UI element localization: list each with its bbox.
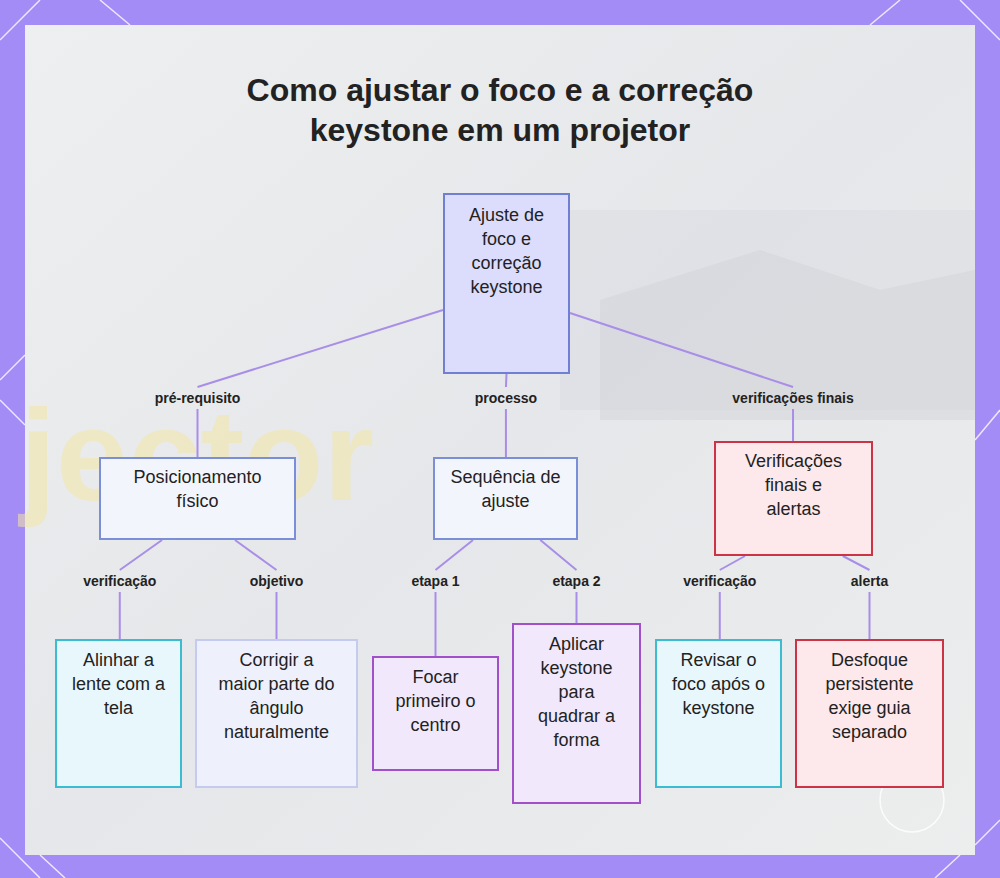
node-text: Revisar o foco após o keystone [671,648,766,720]
edge-label: processo [475,390,537,406]
process-box: Revisar o foco após o keystone [655,639,782,788]
connector-line [720,556,745,639]
edge-label: verificações finais [732,390,853,406]
diagram-title: Como ajustar o foco e a correção keyston… [210,70,790,150]
process-box: Ajuste de foco e correção keystone [443,193,570,374]
connector-line [843,556,870,639]
node-text: Ajuste de foco e correção keystone [455,203,558,299]
process-box: Posicionamento físico [99,457,296,540]
process-box: Aplicar keystone para quadrar a forma [512,623,641,804]
connector-line [570,313,793,441]
edge-label: pré-requisito [155,390,241,406]
node-text: Desfoque persistente exige guia separado [811,648,928,744]
connector-line [235,540,277,639]
connector-line [120,540,162,639]
edge-label: verificação [83,573,156,589]
edge-label: objetivo [250,573,304,589]
blurred-photo [600,250,975,420]
connector-line [198,310,444,457]
connector-line [436,540,474,656]
node-text: Aplicar keystone para quadrar a forma [528,632,625,752]
node-text: Posicionamento físico [113,465,282,513]
process-box: Corrigir a maior parte do ângulo natural… [195,639,358,788]
process-box: Verificações finais e alertas [714,441,873,556]
edge-label: etapa 2 [552,573,600,589]
connector-line [505,374,508,457]
edge-label: verificação [683,573,756,589]
edge-label: etapa 1 [411,573,459,589]
node-text: Sequência de ajuste [447,465,564,513]
process-box: Focar primeiro o centro [372,656,499,771]
node-text: Corrigir a maior parte do ângulo natural… [217,648,336,744]
node-text: Focar primeiro o centro [386,665,485,737]
edge-label: alerta [851,573,888,589]
node-text: Alinhar a lente com a tela [71,648,166,720]
process-box: Alinhar a lente com a tela [55,639,182,788]
process-box: Sequência de ajuste [433,457,578,540]
process-box: Desfoque persistente exige guia separado [795,639,944,788]
node-text: Verificações finais e alertas [738,449,849,521]
